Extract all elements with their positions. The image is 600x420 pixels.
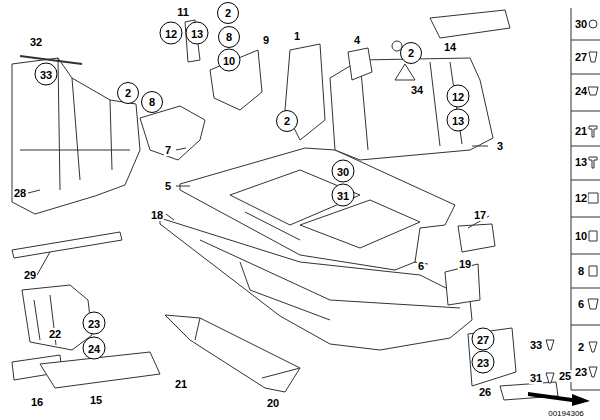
callout-number: 1: [293, 30, 301, 42]
callout-number: 27: [472, 328, 495, 351]
callout-number: 29: [23, 269, 37, 281]
table-rule: [571, 8, 600, 390]
bracket: [468, 328, 516, 386]
callout-number: 23: [472, 351, 495, 374]
nut-icon: [589, 231, 597, 241]
callout-number: 31: [332, 184, 355, 207]
callout-number: 26: [478, 386, 492, 398]
screw-icon: [589, 126, 597, 137]
callout-number: 17: [473, 209, 487, 221]
strip-detail: [195, 318, 300, 378]
callout-number: 28: [13, 187, 27, 199]
rivet-icon: [546, 373, 554, 383]
top-strip: [430, 10, 510, 38]
callout-number: 13: [186, 22, 209, 45]
callout-number: 14: [443, 41, 457, 53]
callout-number: 19: [458, 258, 472, 270]
rivet-icon: [546, 340, 554, 350]
underbody-panel: [180, 148, 455, 270]
callout-number: 12: [447, 85, 470, 108]
callout-number: 2: [217, 2, 239, 24]
leader-line: [28, 146, 489, 275]
callout-number: 32: [29, 36, 43, 48]
callout-number: 23: [83, 312, 106, 335]
callout-number: 23: [574, 366, 588, 378]
callout-number: 20: [266, 397, 280, 409]
callout-number: 16: [30, 396, 44, 408]
callout-number: 10: [218, 49, 241, 72]
callout-number: 30: [574, 18, 588, 30]
callout-number: 33: [35, 63, 58, 86]
callout-number: 3: [496, 140, 504, 152]
callout-number: 8: [577, 265, 585, 277]
side-shield: [12, 58, 140, 214]
direction-arrow: [528, 392, 590, 406]
panel-detail: [230, 170, 420, 248]
nut-icon: [588, 193, 598, 203]
callout-number: 2: [276, 110, 298, 132]
callout-number: 24: [574, 85, 588, 97]
callout-number: 7: [164, 144, 172, 156]
bracket: [458, 224, 495, 252]
callout-number: 18: [150, 209, 164, 221]
callout-number: 33: [529, 339, 543, 351]
callout-number: 34: [410, 84, 424, 96]
clip-icon: [588, 299, 598, 309]
callout-number: 31: [529, 372, 543, 384]
callout-number: 21: [574, 125, 588, 137]
washer-icon: [589, 20, 597, 28]
callout-number: 11: [176, 6, 190, 18]
nut-icon: [589, 266, 597, 276]
callout-number: 10: [574, 230, 588, 242]
wheel-detail: [360, 60, 462, 150]
callout-number: 9: [262, 34, 270, 46]
trim-strip: [165, 315, 300, 392]
callout-number: 13: [447, 109, 470, 132]
shield-detail: [20, 58, 130, 190]
callout-number: 6: [577, 298, 585, 310]
air-duct: [22, 285, 92, 350]
callout-number: 5: [164, 180, 172, 192]
callout-number: 12: [574, 192, 588, 204]
callout-number: 30: [332, 160, 355, 183]
clip-icon: [588, 87, 598, 95]
bracket: [445, 264, 480, 305]
callout-number: 21: [174, 378, 188, 390]
callout-number: 2: [117, 82, 139, 104]
callout-number: 15: [89, 394, 103, 406]
screw-icon: [589, 157, 597, 168]
callout-number: 12: [160, 22, 183, 45]
warning-sign: [395, 64, 415, 80]
bracket: [348, 48, 372, 80]
callout-number: 6: [417, 260, 425, 272]
callout-number: 00194306: [547, 409, 585, 418]
callout-number: 27: [574, 51, 588, 63]
callout-number: 13: [574, 156, 588, 168]
small-shield: [140, 106, 205, 160]
callout-number: 4: [353, 34, 361, 46]
callout-number: 22: [48, 328, 62, 340]
callout-number: 8: [141, 91, 163, 113]
bar: [12, 232, 122, 258]
callout-number: 2: [577, 341, 585, 353]
callout-number: 25: [558, 370, 572, 382]
callout-number: 8: [218, 26, 240, 48]
rivet-icon: [589, 342, 597, 352]
clip-icon: [589, 52, 597, 62]
rivet-icon: [589, 367, 597, 377]
callout-number: 2: [400, 42, 422, 64]
callout-number: 24: [83, 337, 106, 360]
